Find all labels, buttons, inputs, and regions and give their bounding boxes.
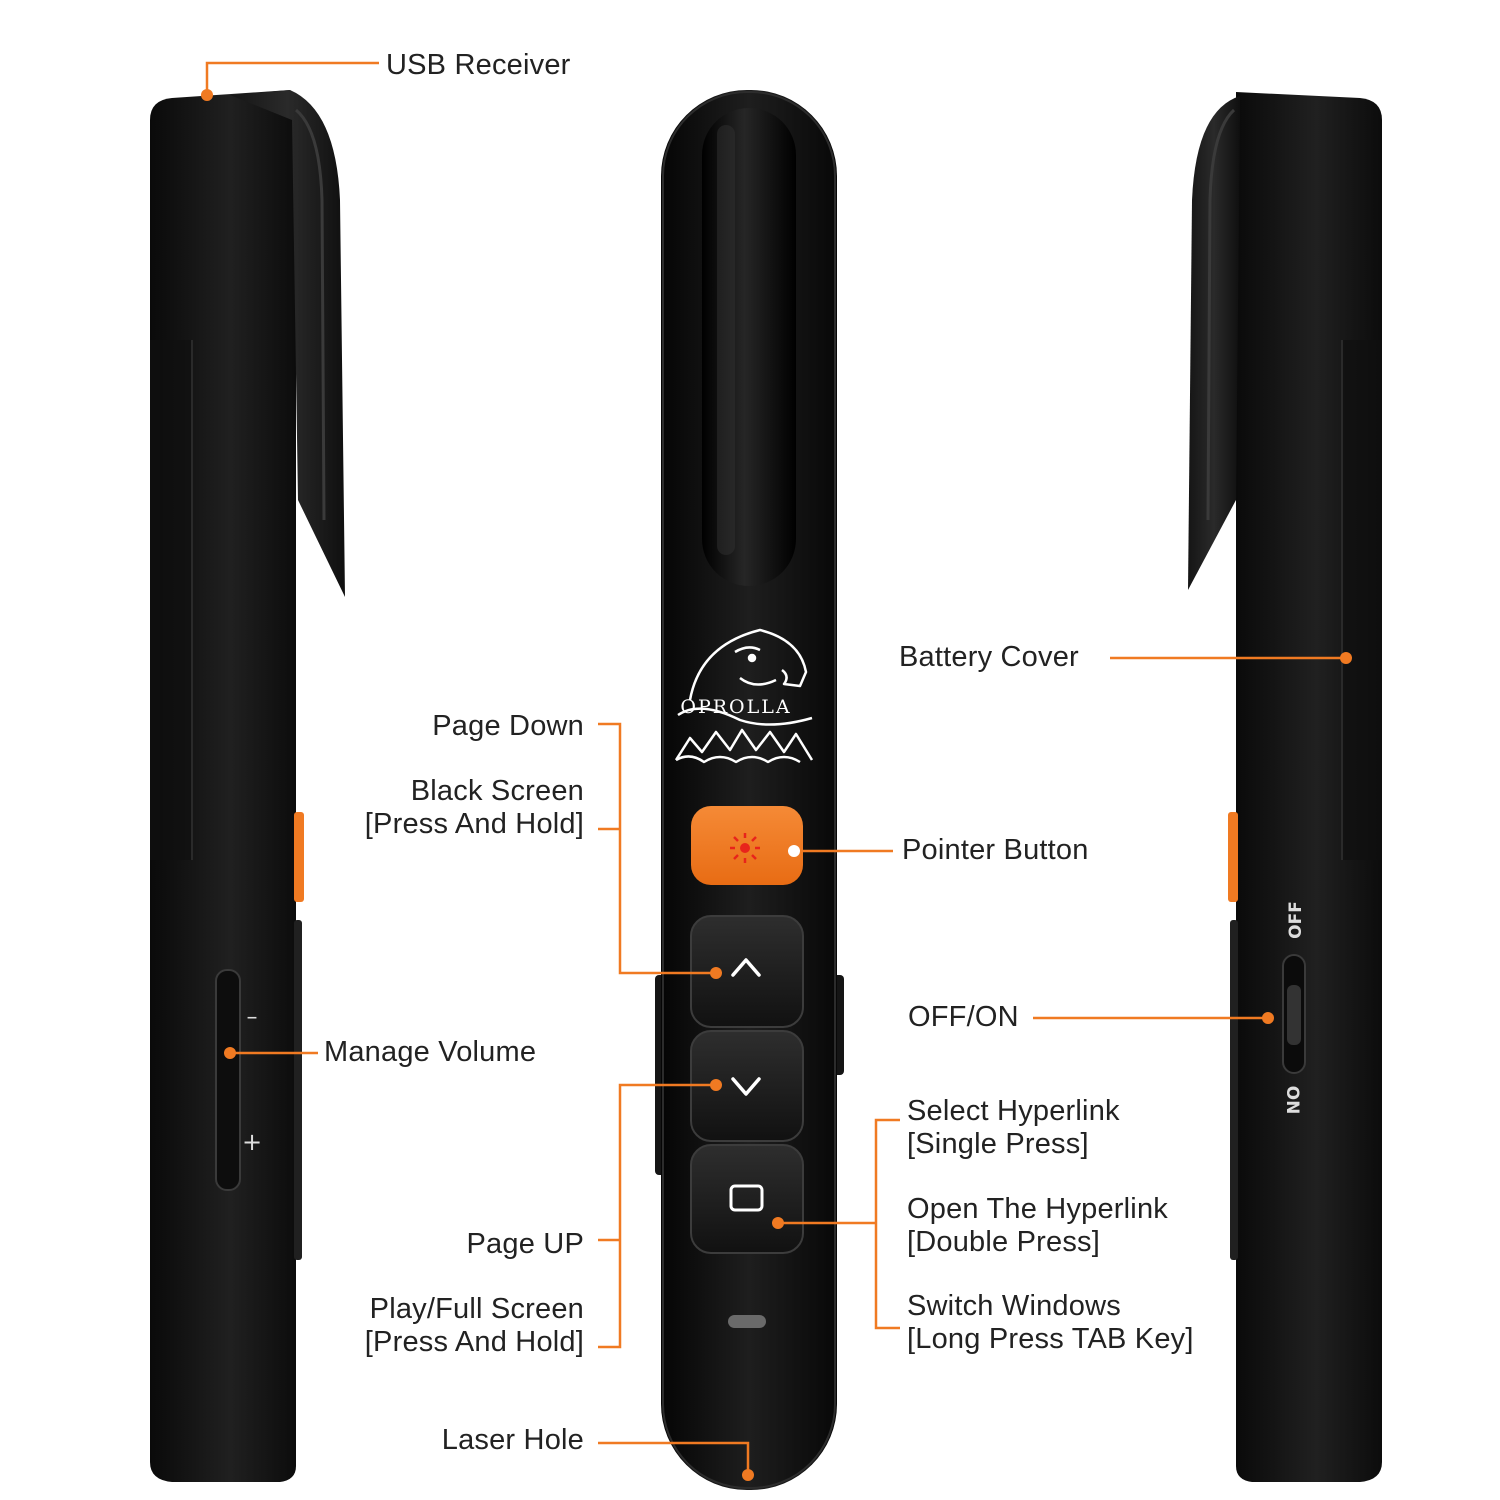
volume-minus-mark: – [247,1005,258,1030]
center-device: OPROLLA [655,90,844,1490]
volume-rocker [215,969,241,1191]
switch-windows-note: [Long Press TAB Key] [907,1323,1194,1355]
black-screen-note: [Press And Hold] [364,808,584,840]
callout-lines [205,61,1346,1475]
chevron-down-icon [731,1077,761,1096]
left-orange-button [294,812,304,902]
play-full-screen-label: Play/Full Screen [Press And Hold] [365,1293,584,1359]
laser-hole-label: Laser Hole [441,1424,584,1456]
off-on-label: OFF/ON [908,1001,1019,1033]
play-full-screen-title: Play/Full Screen [369,1293,584,1325]
usb-receiver-cap [702,108,796,586]
volume-plus-mark: + [242,1128,262,1156]
switch-on-mark: ON [1282,1086,1302,1115]
open-hyperlink-note: [Double Press] [907,1226,1100,1258]
page-up-label: Page UP [466,1228,584,1260]
select-hyperlink-note: [Single Press] [907,1128,1089,1160]
open-hyperlink-label: Open The Hyperlink [Double Press] [907,1193,1168,1259]
eagle-head-icon [674,628,814,764]
battery-cover-label: Battery Cover [899,641,1079,673]
brand-logo-text: OPROLLA [680,696,791,718]
chevron-up-icon [731,958,761,977]
switch-windows-title: Switch Windows [907,1290,1121,1322]
black-screen-title: Black Screen [410,775,584,807]
page-down-label: Page Down [432,710,584,742]
left-side-device: – + [150,90,345,1482]
switch-off-mark: OFF [1286,901,1306,939]
status-led [728,1315,766,1328]
play-full-screen-note: [Press And Hold] [364,1326,584,1358]
right-orange-button [1228,812,1238,902]
pointer-button-label: Pointer Button [902,834,1089,866]
square-icon [729,1184,764,1212]
tab-key[interactable] [690,1144,804,1254]
laser-icon [730,833,760,863]
black-screen-label: Black Screen [Press And Hold] [365,775,584,841]
usb-receiver-label: USB Receiver [386,49,571,81]
select-hyperlink-label: Select Hyperlink [Single Press] [907,1095,1120,1161]
select-hyperlink-title: Select Hyperlink [907,1095,1120,1127]
right-side-device: OFF ON [1188,92,1382,1482]
manage-volume-label: Manage Volume [324,1036,537,1068]
page-up-key[interactable] [690,915,804,1028]
callout-dots [201,89,1352,1481]
open-hyperlink-title: Open The Hyperlink [907,1193,1168,1225]
switch-windows-label: Switch Windows [Long Press TAB Key] [907,1290,1194,1356]
